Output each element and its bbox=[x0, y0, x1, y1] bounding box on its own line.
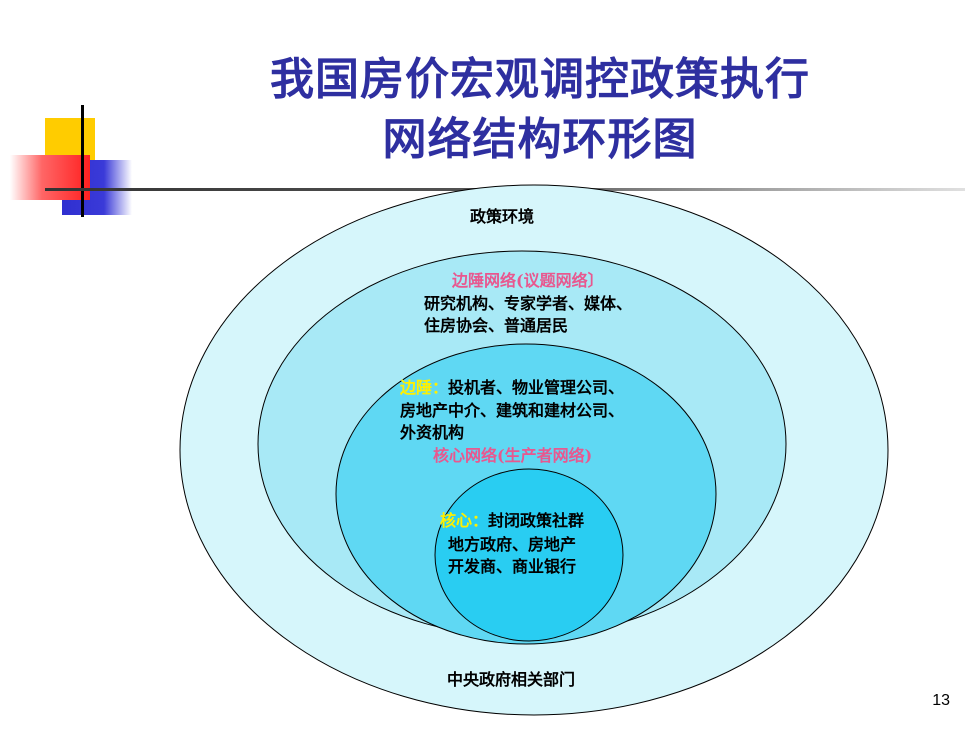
edge-line-2: 房地产中介、建筑和建材公司、 bbox=[400, 401, 625, 420]
core-line-1-text: 封闭政策社群 bbox=[488, 511, 585, 530]
title-line-2: 网络结构环形图 bbox=[382, 114, 698, 165]
page-title: 我国房价宏观调控政策执行 网络结构环形图 bbox=[170, 50, 910, 170]
title-line-1: 我国房价宏观调控政策执行 bbox=[270, 54, 810, 105]
outer-top-label: 政策环境 bbox=[470, 207, 535, 226]
edge-network-heading: 边陲网络(议题网络〕 bbox=[452, 271, 604, 290]
page-number: 13 bbox=[932, 692, 950, 709]
edge-prefix: 边陲： bbox=[400, 378, 449, 397]
edge-network-line-1: 研究机构、专家学者、媒体、 bbox=[424, 294, 633, 313]
ring-core bbox=[434, 468, 624, 642]
outer-bottom-label: 中央政府相关部门 bbox=[447, 670, 576, 689]
edge-line-1-text: 投机者、物业管理公司、 bbox=[448, 378, 625, 397]
edge-line-3: 外资机构 bbox=[400, 423, 465, 442]
deco-vertical-line bbox=[81, 105, 84, 217]
core-network-label: 核心网络(生产者网络) bbox=[433, 446, 593, 465]
core-line-2: 地方政府、房地产 bbox=[448, 535, 577, 554]
core-line-3: 开发商、商业银行 bbox=[448, 557, 577, 576]
deco-red-square bbox=[10, 155, 90, 200]
edge-network-line-2: 住房协会、普通居民 bbox=[424, 316, 569, 335]
core-prefix: 核心： bbox=[440, 511, 489, 530]
core-line-1: 核心：封闭政策社群 bbox=[440, 510, 584, 532]
edge-line-1: 边陲：投机者、物业管理公司、 bbox=[400, 377, 624, 399]
